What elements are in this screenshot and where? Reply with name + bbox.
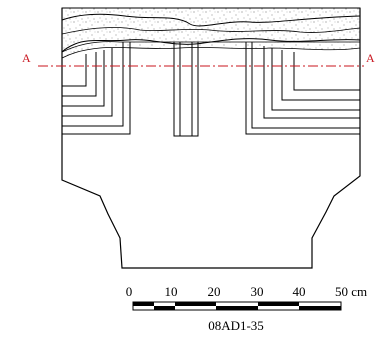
scale-tick-50: 50 cm <box>335 284 367 299</box>
section-label-right: A <box>366 51 375 65</box>
scale-tick-40: 40 <box>293 284 306 299</box>
scale-segment-2 <box>154 306 175 310</box>
post-hole-center <box>173 42 199 137</box>
scale-bar: 0 10 20 30 40 50 cm <box>126 284 367 311</box>
soil-layer-mid-line <box>61 27 361 35</box>
scale-tick-10: 10 <box>165 284 178 299</box>
drawing-caption: 08AD1-35 <box>208 318 264 333</box>
scale-segment-3 <box>175 302 216 306</box>
section-label-left: A <box>22 51 31 65</box>
scale-segment-5 <box>258 302 299 306</box>
section-outline <box>61 8 361 269</box>
pit-left <box>62 42 131 135</box>
scale-segment-4 <box>216 306 258 310</box>
scale-tick-20: 20 <box>208 284 221 299</box>
scale-tick-30: 30 <box>251 284 264 299</box>
scale-segment-6 <box>299 306 341 310</box>
soil-layer-upper-line <box>61 13 361 27</box>
soil-layer-second-band <box>61 41 361 59</box>
scale-segment-1 <box>133 302 154 306</box>
scale-tick-0: 0 <box>126 284 133 299</box>
pit-right <box>245 42 360 135</box>
